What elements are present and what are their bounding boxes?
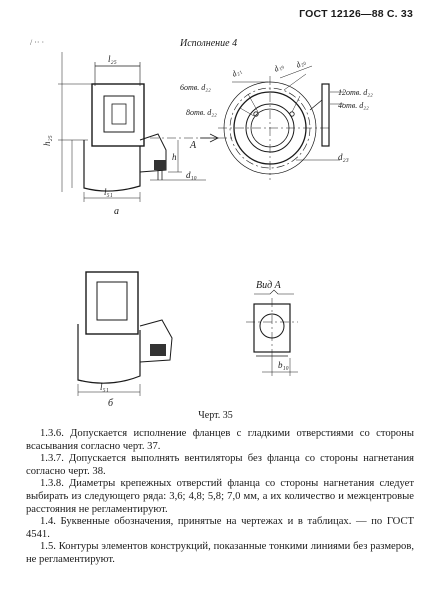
view-b-side — [77, 271, 173, 396]
dim-b10: b₁₀ — [278, 360, 289, 370]
body-text: 1.3.6. Допускается исполнение фланцев с … — [26, 428, 414, 567]
figure-caption: Черт. 35 — [198, 410, 233, 421]
label-4-holes: 4отв. d₂₂ — [338, 101, 369, 110]
dim-d23: d₂₃ — [338, 152, 349, 162]
view-label-a: а — [114, 206, 119, 217]
dim-d20: d₂₀ — [294, 57, 307, 70]
label-6-holes: 6отв. d₂₂ — [180, 83, 211, 92]
label-8-holes: 8отв. d₂₂ — [186, 108, 217, 117]
dim-h: h — [172, 152, 177, 162]
variant-title: Исполнение 4 — [179, 38, 237, 49]
dim-d19: d₁₉ — [272, 61, 285, 74]
paragraph-1-3-6: 1.3.6. Допускается исполнение фланцев с … — [26, 428, 414, 452]
view-a-side — [58, 52, 232, 202]
page-header: ГОСТ 12126—88 С. 33 — [299, 8, 413, 20]
technical-drawing: Исполнение 4 l₂₅ h₂₅ h A d₁₀ l₅₁ а — [42, 38, 373, 409]
view-front-flange — [218, 65, 344, 180]
dim-h25: h₂₅ — [42, 135, 52, 146]
view-label-b: б — [108, 398, 114, 409]
dim-d10: d₁₀ — [186, 170, 197, 180]
paragraph-1-5: 1.5. Контуры элементов конструкций, пока… — [26, 541, 414, 565]
label-A: A — [189, 140, 197, 151]
paragraph-1-3-8: 1.3.8. Диаметры крепежных отверстий флан… — [26, 478, 414, 515]
dim-l51: l₅₁ — [104, 187, 113, 197]
paragraph-1-4: 1.4. Буквенные обозначения, принятые на … — [26, 516, 414, 540]
view-A-detail — [246, 289, 298, 376]
label-12-holes: 12отв. d₂₂ — [338, 88, 373, 97]
view-A-title: Вид А — [256, 280, 282, 291]
dim-l25: l₂₅ — [108, 54, 117, 64]
dim-d21: d₂₁ — [230, 66, 243, 79]
dim-l51-b: l₅₁ — [100, 382, 109, 392]
paragraph-1-3-7: 1.3.7. Допускается выполнять вентиляторы… — [26, 453, 414, 477]
corner-mark: / ·· · — [30, 38, 45, 47]
